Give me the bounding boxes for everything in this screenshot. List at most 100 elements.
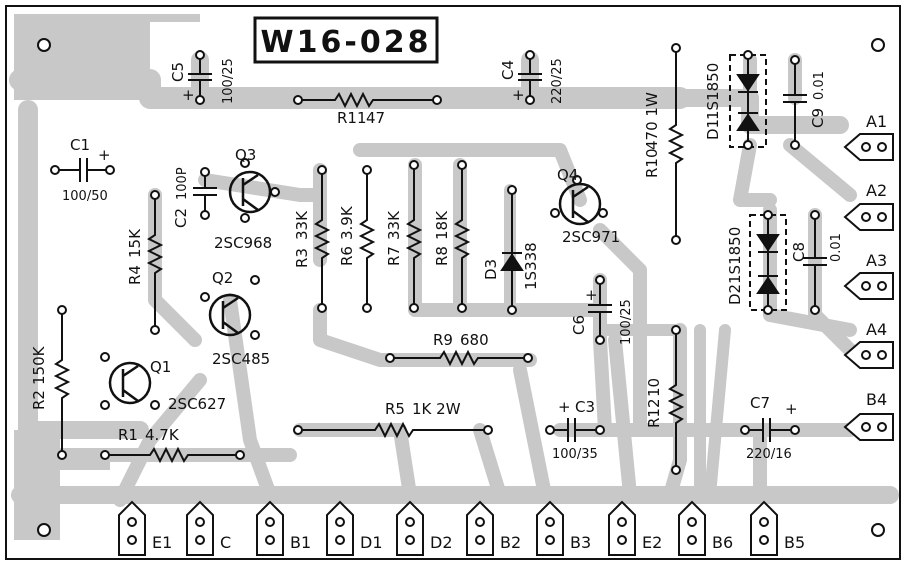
board-id-label: W16-028 — [261, 25, 432, 60]
connector-label: B5 — [784, 533, 805, 552]
connector-label: B4 — [866, 390, 887, 409]
resistor-r2 — [53, 310, 71, 455]
connector-b5: B5 — [750, 500, 805, 556]
connector-b1: B1 — [256, 500, 311, 556]
label-c1-value: 100/50 — [62, 189, 108, 204]
connector-b6: B6 — [678, 500, 733, 556]
resistor-r4 — [146, 195, 164, 330]
label-r5-ref: R5 — [385, 400, 405, 418]
label-c9-ref: C9 — [809, 108, 827, 128]
connector-label: B3 — [570, 533, 591, 552]
label-q4-ref: Q4 — [557, 166, 578, 184]
label-r11-ref: R11 — [337, 109, 367, 127]
label-r4-ref: R4 — [126, 265, 144, 285]
connector-a2: A2 — [843, 181, 894, 231]
resistors — [53, 48, 685, 470]
resistor-r10 — [667, 48, 685, 240]
connector-e1: E1 — [118, 500, 172, 556]
label-c4-plus: + — [512, 86, 525, 104]
connector-label: D2 — [430, 533, 453, 552]
capacitor-c8 — [803, 215, 827, 310]
label-c4-ref: C4 — [499, 60, 517, 80]
label-r1-value: 4.7K — [145, 426, 180, 444]
label-c1-plus: + — [98, 146, 111, 164]
capacitor-c6 — [588, 280, 612, 340]
transistor-q2 — [208, 293, 252, 337]
mounting-hole — [37, 523, 51, 537]
capacitor-c7 — [745, 418, 795, 442]
label-c7-plus: + — [785, 400, 798, 418]
component-labels: C5 100/25 + C4 220/25 + R11 47 R10 470 1… — [30, 58, 844, 462]
connector-b3: B3 — [536, 500, 591, 556]
label-r8-value: 18K — [433, 210, 451, 240]
label-r2-value: 150K — [30, 345, 48, 385]
connector-a1: A1 — [843, 112, 894, 161]
connector-label: E1 — [152, 533, 172, 552]
connector-b2: B2 — [466, 500, 521, 556]
capacitor-c1 — [55, 158, 110, 182]
label-q2-value: 2SC485 — [212, 350, 270, 368]
label-r10-value: 470 1W — [643, 92, 661, 150]
mounting-holes — [37, 38, 885, 537]
label-r1-ref: R1 — [118, 426, 138, 444]
label-c8-value: 0.01 — [829, 233, 844, 262]
label-d3-ref: D3 — [482, 259, 500, 280]
resistor-r8 — [453, 165, 471, 308]
label-r8-ref: R8 — [433, 246, 451, 266]
label-q1-ref: Q1 — [150, 358, 171, 376]
connector-label: C — [220, 533, 231, 552]
label-r10-ref: R10 — [643, 148, 661, 178]
connector-label: B6 — [712, 533, 733, 552]
connector-label: B2 — [500, 533, 521, 552]
label-r5-value: 1K 2W — [412, 400, 461, 418]
mounting-hole — [871, 523, 885, 537]
resistor-r7 — [405, 165, 423, 308]
label-q4-value: 2SC971 — [562, 228, 620, 246]
label-q3-value: 2SC968 — [214, 234, 272, 252]
connector-label: A1 — [866, 112, 887, 131]
label-r9-ref: R9 — [433, 331, 453, 349]
resistor-r9 — [390, 349, 528, 367]
label-r9-value: 680 — [460, 331, 489, 349]
resistor-r5 — [298, 421, 488, 439]
capacitor-c2 — [193, 172, 217, 215]
connector-b4: B4 — [843, 390, 894, 441]
label-c6-ref: C6 — [570, 315, 588, 335]
label-q1-value: 2SC627 — [168, 395, 226, 413]
label-c1-ref: C1 — [70, 136, 90, 154]
label-d1-ref: D1 — [704, 119, 722, 140]
label-r11-value: 47 — [366, 109, 385, 127]
label-c6-plus: + — [585, 286, 598, 304]
connector-label: A4 — [866, 320, 887, 339]
connector-d2: D2 — [396, 500, 453, 556]
label-c2-ref: C2 — [172, 208, 190, 228]
connector-e2: E2 — [608, 500, 662, 556]
label-c5-ref: C5 — [169, 62, 187, 82]
label-c5-value: 100/25 — [221, 58, 236, 104]
right-connectors: A1 A2 A3 A4 B4 — [843, 112, 894, 441]
capacitor-c3 — [550, 418, 600, 442]
connector-d1: D1 — [326, 500, 383, 556]
component-pads — [50, 43, 820, 475]
label-c6-value: 100/25 — [619, 299, 634, 345]
resistor-r11 — [298, 91, 437, 109]
label-r3-value: 33K — [293, 210, 311, 240]
diode-d3 — [500, 190, 524, 310]
connector-label: D1 — [360, 533, 383, 552]
resistor-r6 — [358, 170, 376, 308]
resistor-r1 — [105, 446, 240, 464]
label-c8-ref: C8 — [790, 242, 808, 262]
label-q3-ref: Q3 — [235, 146, 256, 164]
label-r2-ref: R2 — [30, 390, 48, 410]
label-d1-value: 1S1850 — [704, 63, 722, 120]
label-d2-ref: D2 — [726, 284, 744, 305]
label-r3-ref: R3 — [293, 248, 311, 268]
resistor-r3 — [313, 170, 331, 308]
label-c7-value: 220/16 — [746, 447, 792, 462]
label-r12-value: 10 — [645, 378, 663, 397]
diodes — [500, 54, 787, 311]
diode-d1 — [729, 54, 767, 148]
label-c3-plus: + — [558, 398, 571, 416]
label-c3-ref: C3 — [575, 398, 595, 416]
